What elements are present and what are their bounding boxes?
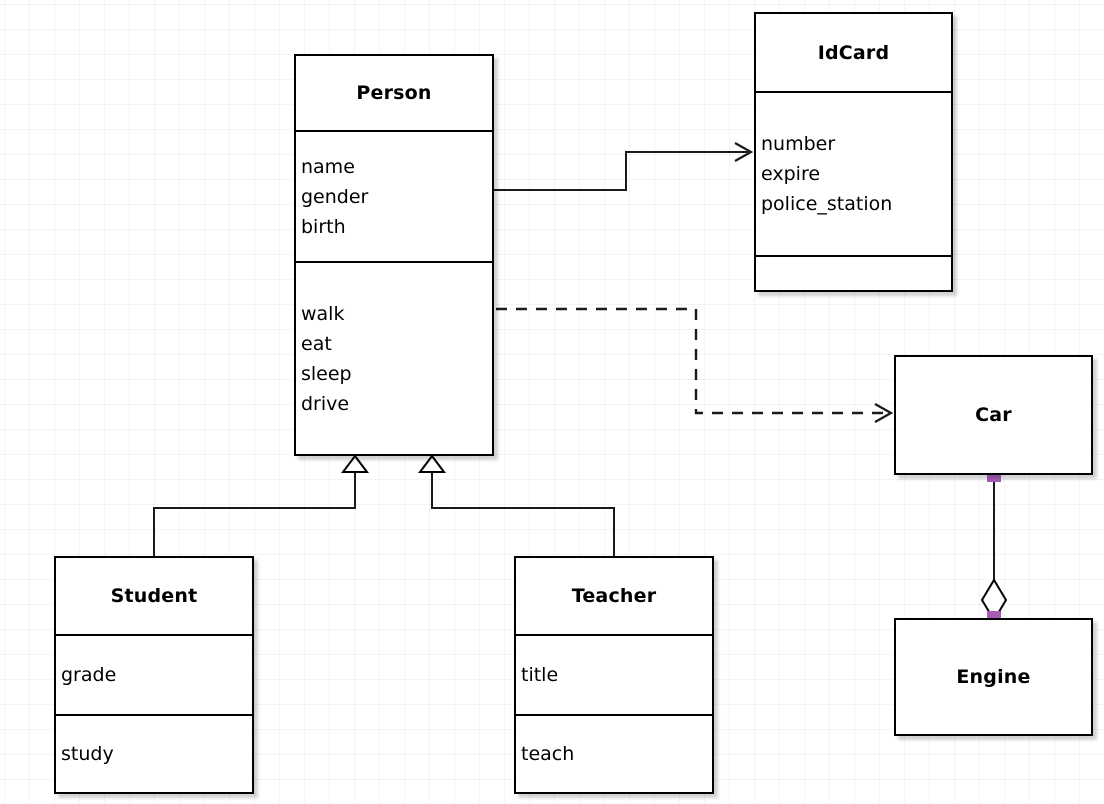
uml-class-person[interactable]: Person name gender birth walk eat sleep … <box>294 54 494 456</box>
class-title-student: Student <box>110 585 198 607</box>
class-attributes-teacher: title <box>516 634 712 714</box>
class-methods-student: study <box>56 714 252 792</box>
attribute-item: gender <box>301 185 369 208</box>
method-item: teach <box>521 743 575 765</box>
uml-class-engine[interactable]: Engine <box>894 618 1093 736</box>
uml-class-idcard[interactable]: IdCard number expire police_station <box>754 12 953 292</box>
method-item: drive <box>301 392 350 415</box>
uml-class-teacher[interactable]: Teacher title teach <box>514 556 714 794</box>
class-title-person: Person <box>356 82 432 104</box>
class-methods-idcard <box>756 255 951 290</box>
attribute-item: title <box>521 664 559 686</box>
attribute-item: name <box>301 155 355 178</box>
attribute-item: expire <box>761 163 821 185</box>
edge-person-idcard <box>494 142 754 191</box>
class-title-teacher: Teacher <box>571 585 657 607</box>
method-item: walk <box>301 302 345 325</box>
class-title-car: Car <box>975 404 1012 426</box>
class-title-idcard: IdCard <box>817 41 890 64</box>
method-item: sleep <box>301 362 352 385</box>
class-methods-teacher: teach <box>516 714 712 792</box>
class-attributes-idcard: number expire police_station <box>756 91 951 255</box>
uml-class-car[interactable]: Car <box>894 355 1093 475</box>
class-attributes-student: grade <box>56 634 252 714</box>
method-item: eat <box>301 332 332 355</box>
edge-student-person <box>153 454 369 556</box>
class-title-engine: Engine <box>956 666 1031 688</box>
attribute-item: number <box>761 133 836 155</box>
class-methods-person: walk eat sleep drive <box>296 261 492 454</box>
edge-person-car <box>496 307 894 423</box>
attribute-item: grade <box>61 664 117 686</box>
attribute-item: birth <box>301 215 346 238</box>
class-attributes-person: name gender birth <box>296 130 492 261</box>
edge-car-engine <box>980 468 1008 625</box>
uml-class-student[interactable]: Student grade study <box>54 556 254 794</box>
method-item: study <box>61 743 114 765</box>
edge-teacher-person <box>418 454 615 556</box>
attribute-item: police_station <box>761 193 893 215</box>
